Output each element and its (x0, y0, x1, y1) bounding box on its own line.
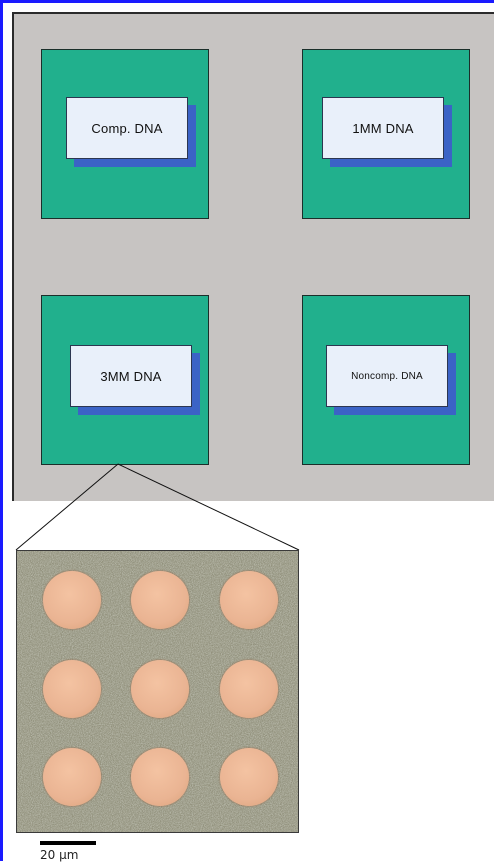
micrograph-image (16, 550, 299, 833)
micro-dot (43, 571, 101, 629)
micro-dot (131, 748, 189, 806)
scale-bar-label: 20 μm (40, 849, 78, 861)
micro-dot (220, 748, 278, 806)
spot-label-3mm-dna: 3MM DNA (70, 345, 192, 407)
micro-dot (220, 660, 278, 718)
micro-dot (220, 571, 278, 629)
spot-label-comp-dna: Comp. DNA (66, 97, 188, 159)
micro-dot (131, 571, 189, 629)
spot-label-noncomp-dna: Noncomp. DNA (326, 345, 448, 407)
scale-bar (40, 841, 96, 845)
micro-dot (131, 660, 189, 718)
micro-dot (43, 748, 101, 806)
spot-label-1mm-dna: 1MM DNA (322, 97, 444, 159)
micro-dot (43, 660, 101, 718)
